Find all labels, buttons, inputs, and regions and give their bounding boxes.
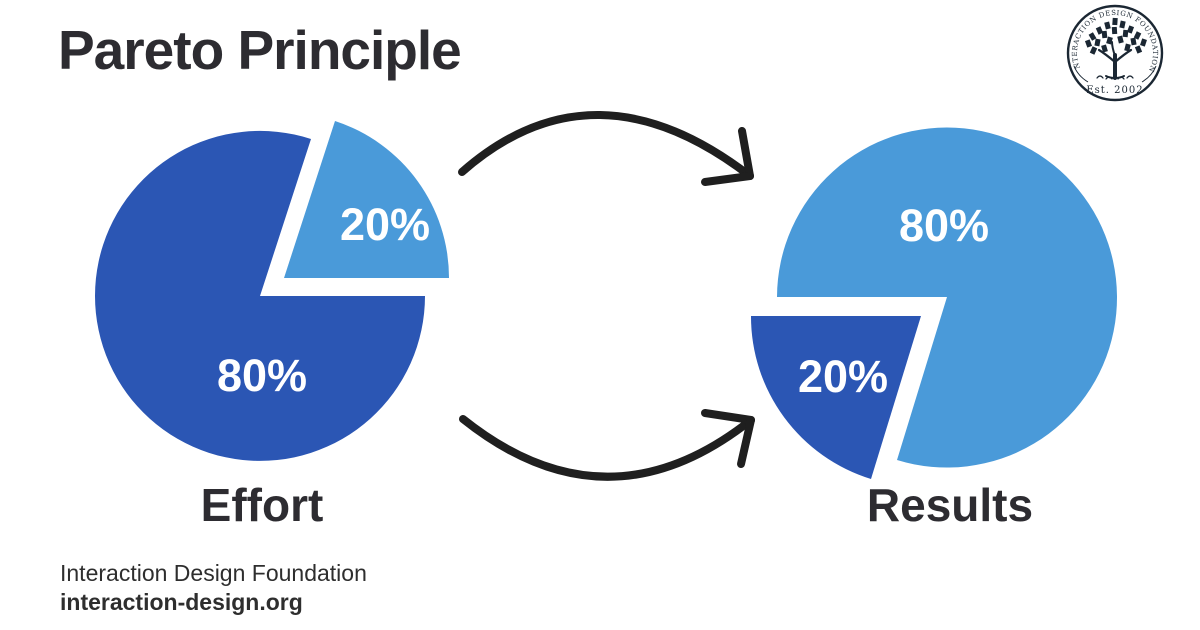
results-slice-80 bbox=[777, 127, 1117, 468]
results-slice-80-label: 80% bbox=[899, 200, 989, 251]
logo-flourishes bbox=[1073, 65, 1157, 83]
effort-slice-80-label: 80% bbox=[217, 350, 307, 401]
effort-slice-20 bbox=[284, 121, 450, 278]
effort-slice-20-label: 20% bbox=[340, 199, 430, 250]
logo-ring-text-holder: INTERACTION DESIGN FOUNDATION bbox=[0, 0, 1159, 73]
effort-slice-80 bbox=[95, 130, 425, 461]
footer-website: interaction-design.org bbox=[60, 588, 303, 615]
curved-arrow-top-icon bbox=[458, 111, 754, 186]
results-slice-20-label: 20% bbox=[798, 351, 888, 402]
footer-org-name: Interaction Design Foundation bbox=[60, 560, 367, 586]
results-caption: Results bbox=[867, 479, 1033, 531]
logo-ring-text: INTERACTION DESIGN FOUNDATION bbox=[0, 0, 1158, 73]
flow-arrows bbox=[458, 111, 755, 481]
logo-est-text: Est. 2002 bbox=[1086, 85, 1143, 96]
results-pie-chart: 80% 20% Results bbox=[750, 127, 1117, 531]
effort-pie-chart: 80% 20% Effort bbox=[95, 121, 450, 531]
logo-tree-icon bbox=[1084, 17, 1147, 80]
footer-branding: Interaction Design Foundation interactio… bbox=[60, 559, 367, 617]
idf-logo: INTERACTION DESIGN FOUNDATION bbox=[0, 0, 1164, 102]
results-slice-20 bbox=[750, 316, 921, 479]
effort-caption: Effort bbox=[201, 479, 324, 531]
page-title: Pareto Principle bbox=[58, 19, 462, 81]
curved-arrow-bottom-icon bbox=[459, 409, 755, 481]
